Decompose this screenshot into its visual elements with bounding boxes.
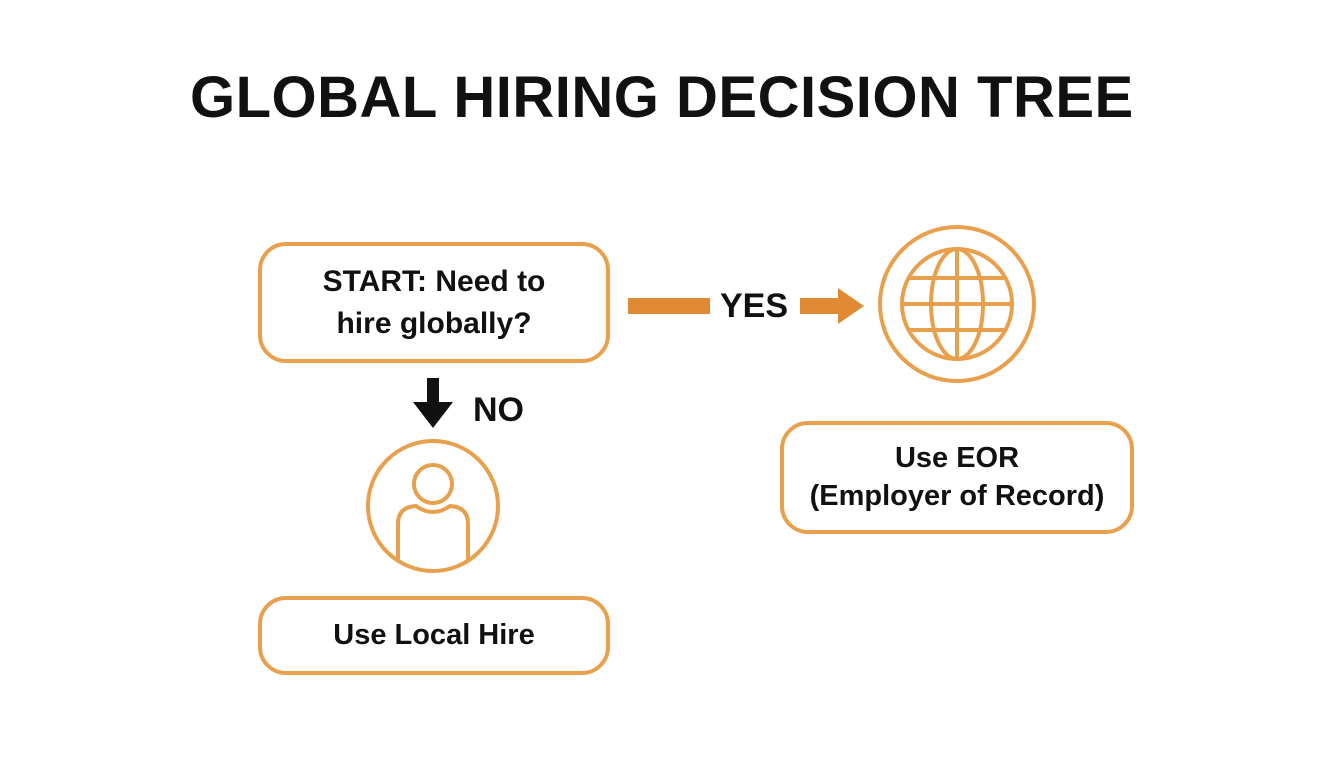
yes-label: YES bbox=[720, 287, 789, 325]
yes-arrow bbox=[800, 288, 864, 324]
globe-icon bbox=[878, 225, 1036, 383]
local-hire-node-label: Use Local Hire bbox=[333, 618, 535, 651]
person-icon bbox=[366, 439, 500, 573]
yes-connector-line bbox=[628, 298, 710, 314]
start-node-label: START: Need to hire globally? bbox=[322, 264, 546, 340]
diagram-title: GLOBAL HIRING DECISION TREE bbox=[190, 65, 1134, 130]
eor-node: Use EOR (Employer of Record) bbox=[780, 421, 1134, 534]
local-hire-node: Use Local Hire bbox=[258, 596, 610, 675]
start-node: START: Need to hire globally? bbox=[258, 242, 610, 363]
no-arrow bbox=[413, 378, 453, 428]
eor-node-label: Use EOR (Employer of Record) bbox=[809, 441, 1105, 512]
no-label: NO bbox=[473, 391, 524, 429]
